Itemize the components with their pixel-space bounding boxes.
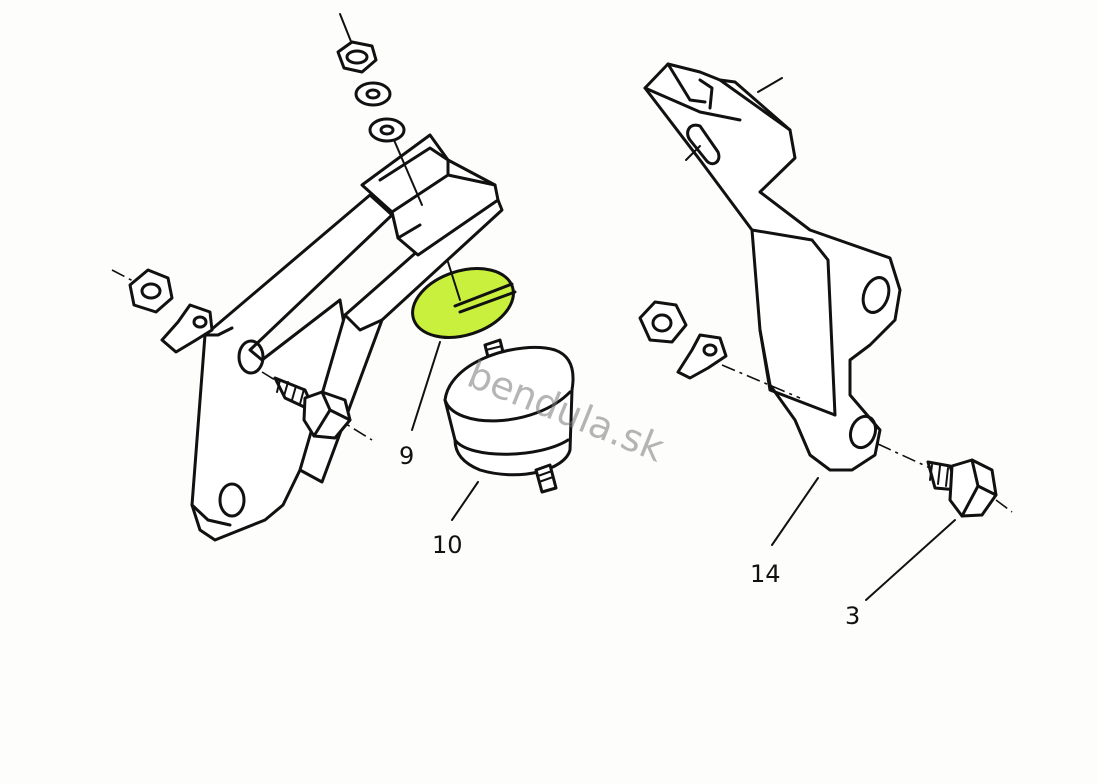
part-9-shim [411, 261, 517, 339]
top-nut-stack [336, 13, 423, 206]
right-nut-washer [638, 300, 801, 399]
callout-part-3: 3 [845, 602, 861, 630]
part-3-bolt [877, 443, 1013, 518]
leader-lines [411, 341, 956, 601]
callout-part-10: 10 [432, 531, 463, 559]
right-bracket [643, 62, 902, 472]
part-10-rubber-mount [443, 338, 575, 494]
left-bracket [190, 133, 504, 542]
callout-part-14: 14 [750, 560, 781, 588]
callout-part-9: 9 [399, 442, 415, 470]
left-nut-washer-bolt [111, 268, 373, 441]
